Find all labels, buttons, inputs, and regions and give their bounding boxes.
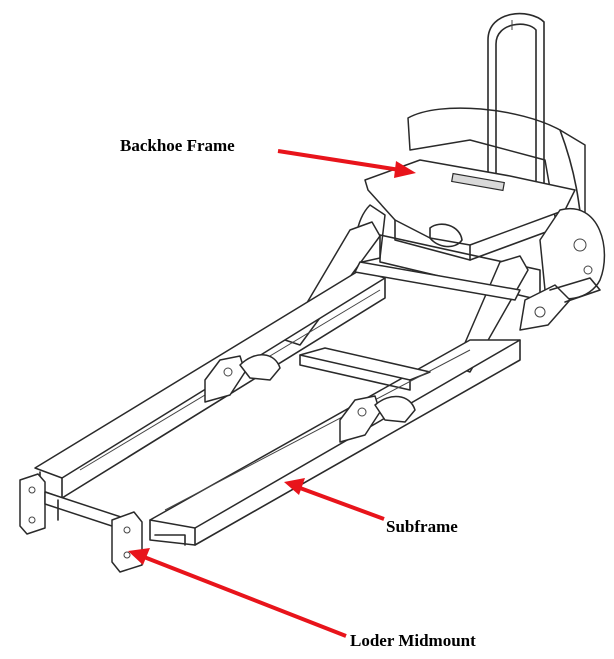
loder-midmount-arrow — [143, 555, 347, 638]
subframe-rails-drawing — [34, 261, 521, 546]
callout-arrows — [128, 149, 416, 638]
subframe-label: Subframe — [386, 517, 458, 536]
loader-midmount-drawing — [19, 473, 186, 573]
backhoe-frame-arrowhead — [394, 161, 416, 178]
backhoe-frame-drawing — [355, 12, 606, 301]
backhoe-frame-label: Backhoe Frame — [120, 136, 235, 155]
subframe-arrow — [299, 486, 385, 521]
loder-midmount-arrowhead — [128, 548, 150, 565]
subframe-arrowhead — [284, 478, 305, 495]
loader-brackets-drawing — [204, 354, 416, 443]
backhoe-frame-arrow — [277, 149, 401, 172]
loder-midmount-label: Loder Midmount — [350, 631, 476, 650]
